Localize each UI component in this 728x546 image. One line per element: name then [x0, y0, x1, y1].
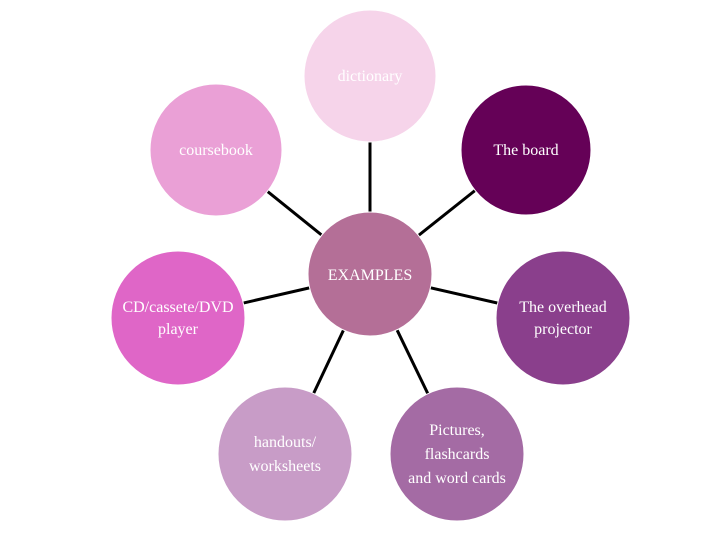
node-label-handouts-worksheets: handouts/	[254, 434, 317, 451]
node-the-board: The board	[460, 84, 592, 216]
center-label: EXAMPLES	[328, 267, 412, 284]
node-dictionary: dictionary	[303, 9, 437, 143]
node-label-pictures-flashcards: flashcards	[425, 446, 490, 463]
node-label-the-board: The board	[493, 142, 558, 159]
node-label-overhead-projector: The overhead	[519, 299, 607, 316]
node-circle-cd-cassette-dvd	[110, 250, 246, 386]
node-label-overhead-projector: projector	[534, 321, 592, 338]
node-label-cd-cassette-dvd: player	[158, 321, 199, 338]
node-circle-the-board	[460, 84, 592, 216]
node-circle-coursebook	[149, 83, 283, 217]
node-circle-pictures-flashcards	[389, 386, 525, 522]
node-label-handouts-worksheets: worksheets	[249, 458, 321, 475]
node-label-coursebook: coursebook	[179, 142, 253, 159]
node-label-pictures-flashcards: and word cards	[408, 470, 506, 487]
node-circle-handouts-worksheets	[217, 386, 353, 522]
node-cd-cassette-dvd: CD/cassete/DVD player	[110, 250, 246, 386]
node-coursebook: coursebook	[149, 83, 283, 217]
node-circle-dictionary	[303, 9, 437, 143]
center-circle	[307, 211, 433, 337]
node-handouts-worksheets: handouts/worksheets	[217, 386, 353, 522]
node-pictures-flashcards: Pictures, flashcards and word cards	[389, 386, 525, 522]
node-label-cd-cassette-dvd: CD/cassete/DVD	[122, 299, 233, 316]
node-label-dictionary: dictionary	[338, 68, 403, 85]
node-circle-overhead-projector	[495, 250, 631, 386]
node-overhead-projector: The overhead projector	[495, 250, 631, 386]
node-label-pictures-flashcards: Pictures,	[429, 422, 485, 439]
center-node: EXAMPLES	[307, 211, 433, 337]
